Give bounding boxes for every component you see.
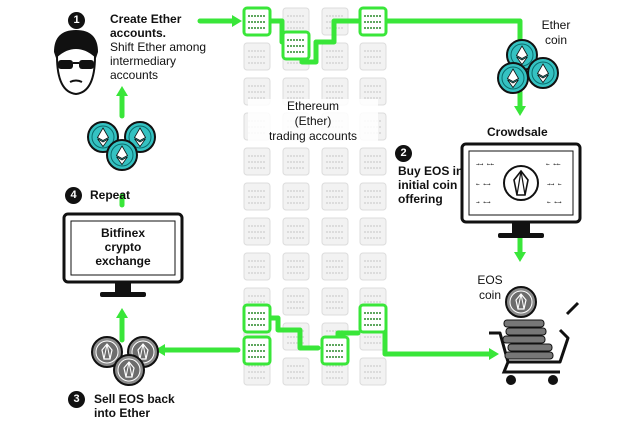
flow-arrow-icon bbox=[489, 348, 499, 360]
trading-accounts-grid bbox=[243, 7, 387, 386]
step-3-title: Sell EOS back into Ether bbox=[94, 392, 175, 420]
svg-text:→→ ←←: →→ ←← bbox=[476, 161, 494, 168]
anonymous-person-icon bbox=[54, 30, 98, 96]
step-3-badge: 3 bbox=[68, 391, 85, 408]
flow-arrow-icon bbox=[116, 308, 128, 318]
flow-arrow-icon bbox=[514, 252, 526, 262]
step-1-badge: 1 bbox=[68, 12, 85, 29]
crowdsale-monitor-icon: →→ ←← ← ←← ← ←→ →→ ← → ←→ ← ←→ bbox=[460, 142, 582, 238]
shopping-cart-icon bbox=[489, 301, 580, 385]
svg-text:← ←→: ← ←→ bbox=[476, 181, 491, 188]
step-1-title: Create Ether accounts. Shift Ether among… bbox=[110, 12, 207, 82]
eos-coin-icon bbox=[113, 354, 145, 386]
flow-arrow-icon bbox=[514, 106, 526, 116]
ether-coin-icon bbox=[527, 57, 559, 89]
ether-coin-icon bbox=[497, 62, 529, 94]
flow-arrow-icon bbox=[155, 344, 165, 356]
flow-arrow-icon bbox=[232, 15, 242, 27]
step-2-badge: 2 bbox=[395, 145, 412, 162]
svg-text:→ ←→: → ←→ bbox=[476, 199, 491, 206]
highlighted-accounts bbox=[242, 6, 388, 366]
crowdsale-label: Crowdsale bbox=[487, 125, 548, 139]
eos-coin-icon bbox=[505, 286, 537, 318]
eos-coins-sell bbox=[91, 336, 159, 386]
trading-accounts-label: Ethereum (Ether) trading accounts bbox=[248, 99, 378, 144]
svg-text:→→ ←: →→ ← bbox=[547, 181, 562, 188]
exchange-label: Bitfinex crypto exchange bbox=[95, 226, 151, 268]
step-4-badge: 4 bbox=[65, 187, 82, 204]
exchange-monitor-icon bbox=[62, 212, 184, 297]
flow-lines bbox=[119, 18, 523, 357]
ether-coins-repeat bbox=[87, 121, 156, 171]
ether-coin-icon bbox=[106, 139, 138, 171]
step-4-title: Repeat bbox=[90, 188, 131, 202]
eos-coin-label: EOS coin bbox=[477, 273, 503, 302]
ether-coin-label: Ether coin bbox=[541, 18, 571, 47]
svg-text:← ←→: ← ←→ bbox=[547, 199, 562, 206]
flow-arrow-icon bbox=[116, 86, 128, 96]
svg-text:← ←←: ← ←← bbox=[546, 161, 561, 168]
step-2-title: Buy EOS in initial coin offering bbox=[398, 164, 464, 206]
